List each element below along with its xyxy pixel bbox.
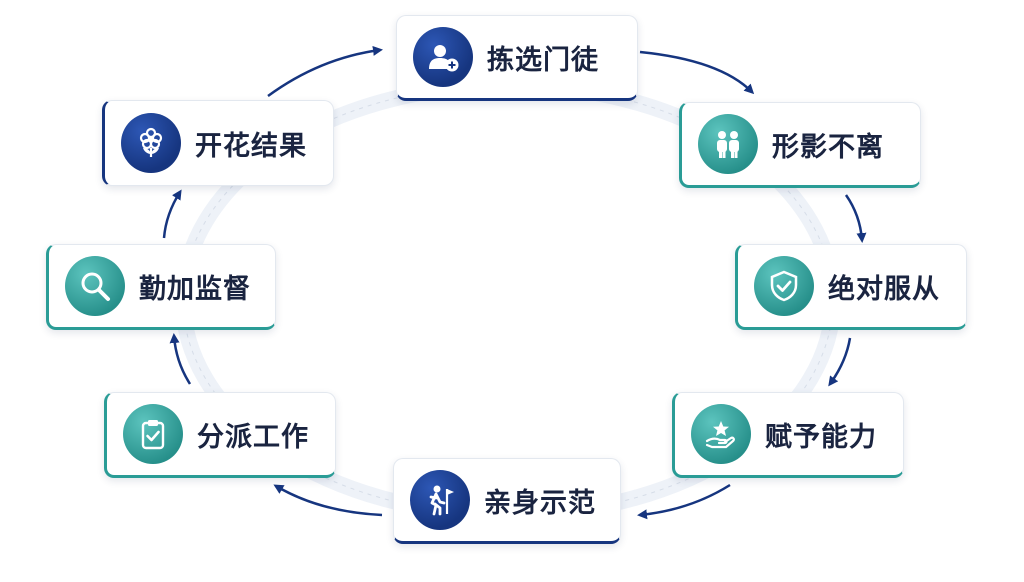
step-demonstrate: 亲身示范 [393, 458, 621, 544]
arrow-supervise-to-fruit [162, 189, 182, 239]
person-add-icon [413, 27, 473, 87]
step-label: 绝对服从 [828, 273, 940, 305]
arrow-assign-to-supervise [169, 333, 192, 385]
step-label: 分派工作 [197, 421, 309, 453]
shield-check-icon [754, 256, 814, 316]
step-label: 赋予能力 [765, 421, 877, 453]
arrow-select-to-companion [639, 50, 755, 95]
clipboard-check-icon [123, 404, 183, 464]
step-label: 勤加监督 [139, 273, 251, 305]
flower-icon [121, 113, 181, 173]
arrow-empower-to-demonstrate [637, 483, 731, 520]
arrow-demonstrate-to-assign [273, 484, 383, 517]
step-absolute-obedience: 绝对服从 [735, 244, 967, 330]
step-select-disciples: 拣选门徒 [396, 15, 638, 101]
step-empower: 赋予能力 [672, 392, 904, 478]
step-label: 亲身示范 [484, 487, 596, 519]
step-inseparable: 形影不离 [679, 102, 921, 188]
step-label: 开花结果 [195, 130, 307, 162]
hiker-flag-icon [410, 470, 470, 530]
arrow-fruit-to-select [267, 45, 383, 98]
step-bear-fruit: 开花结果 [102, 100, 334, 186]
two-people-icon [698, 114, 758, 174]
step-supervise: 勤加监督 [46, 244, 276, 330]
hand-star-icon [691, 404, 751, 464]
step-assign-work: 分派工作 [104, 392, 336, 478]
magnifier-icon [65, 256, 125, 316]
step-label: 拣选门徒 [487, 44, 599, 76]
step-label: 形影不离 [772, 131, 884, 163]
arrow-obey-to-empower [828, 337, 852, 387]
arrow-companion-to-obey [844, 194, 867, 243]
